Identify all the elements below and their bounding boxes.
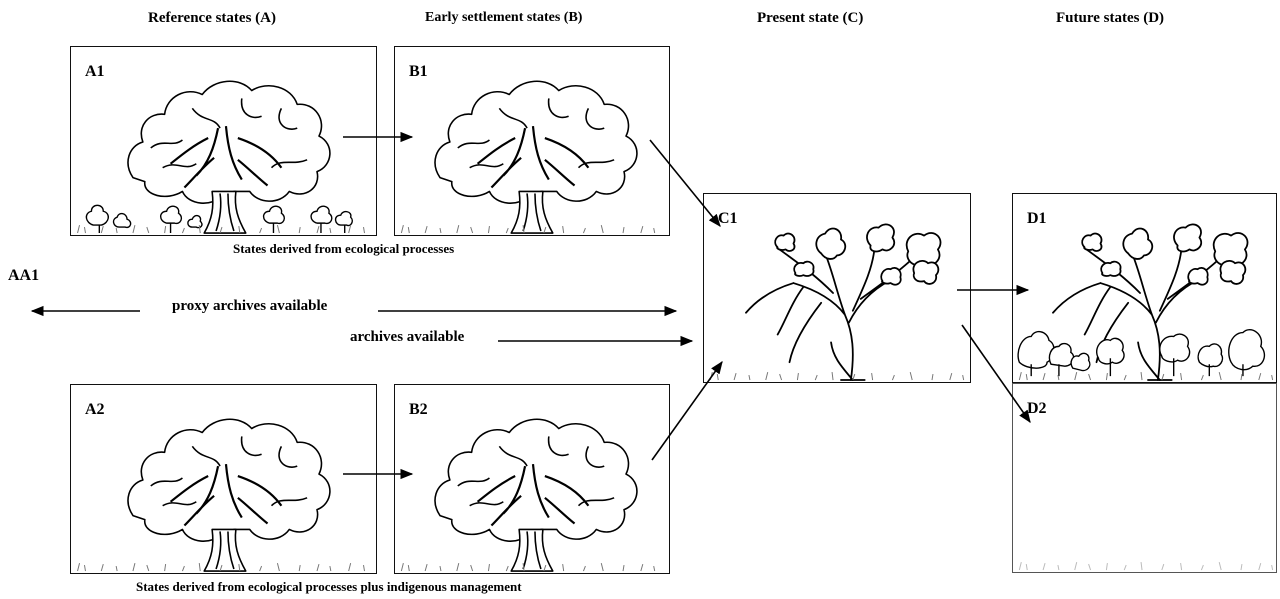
arrow-b1-to-c1 bbox=[650, 140, 720, 226]
arrow-c1-to-d2 bbox=[962, 325, 1030, 422]
arrow-b2-to-c1 bbox=[652, 362, 722, 460]
